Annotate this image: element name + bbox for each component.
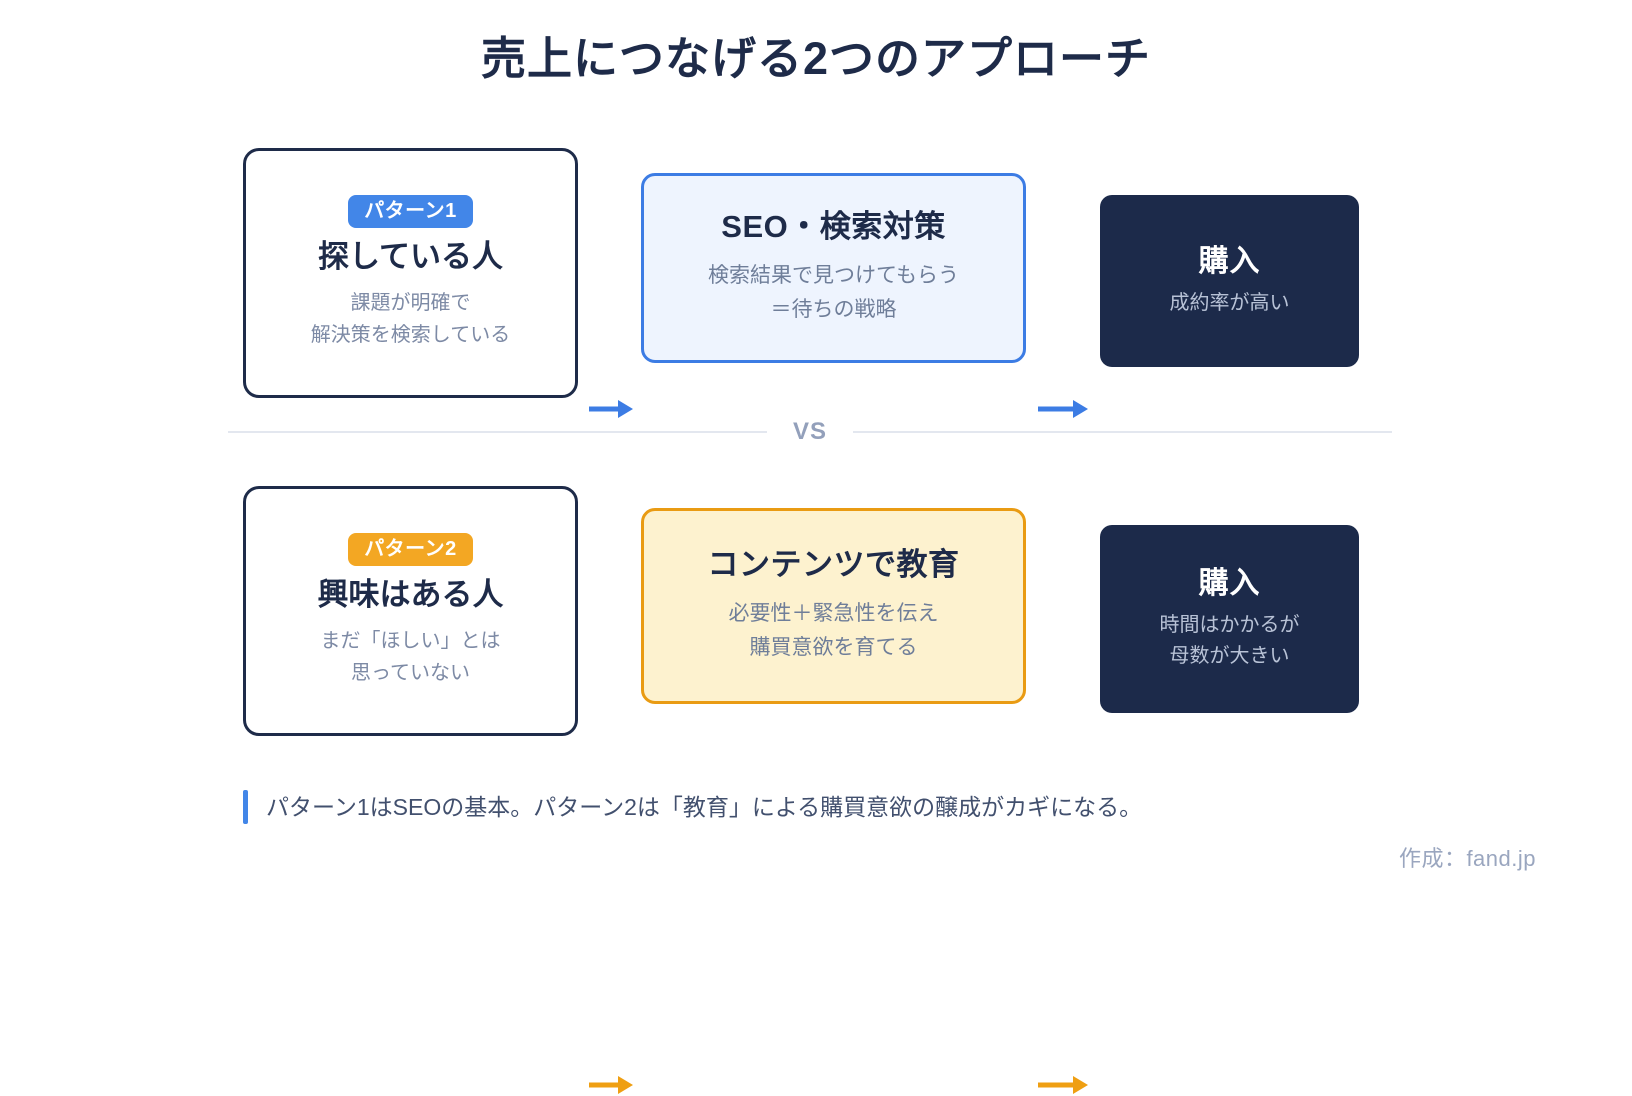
strategy-box-1[interactable]: SEO・検索対策 検索結果で見つけてもらう ＝待ちの戦略: [641, 173, 1026, 363]
persona-description-1: 課題が明確で 解決策を検索している: [311, 287, 510, 351]
persona-card-1[interactable]: パターン1 探している人 課題が明確で 解決策を検索している: [243, 148, 578, 398]
arrow-right-icon-1a: [589, 398, 633, 420]
note-text: パターン1はSEOの基本。パターン2は「教育」による購買意欲の醸成がカギになる。: [266, 793, 1143, 820]
result-description-1: 成約率が高い: [1170, 288, 1290, 319]
pattern-row-2: パターン2 興味はある人 まだ「ほしい」とは 思っていない コンテンツで教育 必…: [0, 483, 1632, 1094]
vs-divider: VS: [228, 417, 1393, 447]
pattern-badge-2: パターン2: [348, 533, 473, 567]
result-box-2[interactable]: 購入 時間はかかるが 母数が大きい: [1100, 525, 1359, 713]
strategy-desc-line-2: 購買意欲を育てる: [749, 636, 918, 660]
strategy-box-2[interactable]: コンテンツで教育 必要性＋緊急性を伝え 購買意欲を育てる: [641, 508, 1026, 704]
result-desc-line-2: 母数が大きい: [1169, 645, 1290, 667]
persona-desc-line-2: 解決策を検索している: [310, 323, 511, 346]
result-desc-line-1: 成約率が高い: [1169, 291, 1290, 314]
strategy-desc-line-2: ＝待ちの戦略: [770, 298, 897, 322]
result-title-1: 購入: [1198, 244, 1261, 278]
credit-label: 作成：fand.jp: [1398, 846, 1536, 871]
strategy-description-1: 検索結果で見つけてもらう ＝待ちの戦略: [708, 259, 959, 328]
persona-title-1: 探している人: [317, 239, 504, 275]
pattern-badge-1: パターン1: [348, 195, 473, 229]
divider-line-right: [853, 431, 1393, 433]
note-accent-bar: [243, 790, 248, 824]
result-description-2: 時間はかかるが 母数が大きい: [1160, 610, 1300, 672]
infographic-canvas: 売上につなげる2つのアプローチ パターン1 探している人 課題が明確で 解決策を…: [0, 33, 1632, 1094]
page-title: 売上につなげる2つのアプローチ: [480, 33, 1152, 84]
persona-title-2: 興味はある人: [317, 577, 504, 613]
result-desc-line-1: 時間はかかるが: [1159, 614, 1300, 636]
persona-desc-line-1: まだ「ほしい」とは: [320, 629, 501, 652]
vs-label: VS: [793, 418, 828, 445]
strategy-desc-line-1: 検索結果で見つけてもらう: [708, 263, 959, 287]
strategy-title-1: SEO・検索対策: [721, 208, 946, 244]
arrow-right-icon-1b: [1038, 398, 1088, 420]
divider-line-left: [228, 431, 767, 433]
persona-desc-line-1: 課題が明確で: [350, 291, 471, 314]
pattern-row-1: パターン1 探している人 課題が明確で 解決策を検索している SEO・検索対策 …: [0, 145, 1632, 418]
persona-description-2: まだ「ほしい」とは 思っていない: [321, 625, 501, 689]
strategy-description-2: 必要性＋緊急性を伝え 購買意欲を育てる: [729, 597, 939, 666]
strategy-desc-line-1: 必要性＋緊急性を伝え: [728, 601, 939, 625]
arrow-right-icon-2b: [1038, 1074, 1088, 1096]
footer-note: パターン1はSEOの基本。パターン2は「教育」による購買意欲の醸成がカギになる。: [243, 790, 1142, 824]
persona-desc-line-2: 思っていない: [351, 661, 470, 684]
result-title-2: 購入: [1198, 567, 1261, 600]
arrow-right-icon-2a: [589, 1074, 633, 1096]
persona-card-2[interactable]: パターン2 興味はある人 まだ「ほしい」とは 思っていない: [243, 486, 578, 736]
strategy-title-2: コンテンツで教育: [707, 546, 960, 582]
result-box-1[interactable]: 購入 成約率が高い: [1100, 195, 1359, 367]
